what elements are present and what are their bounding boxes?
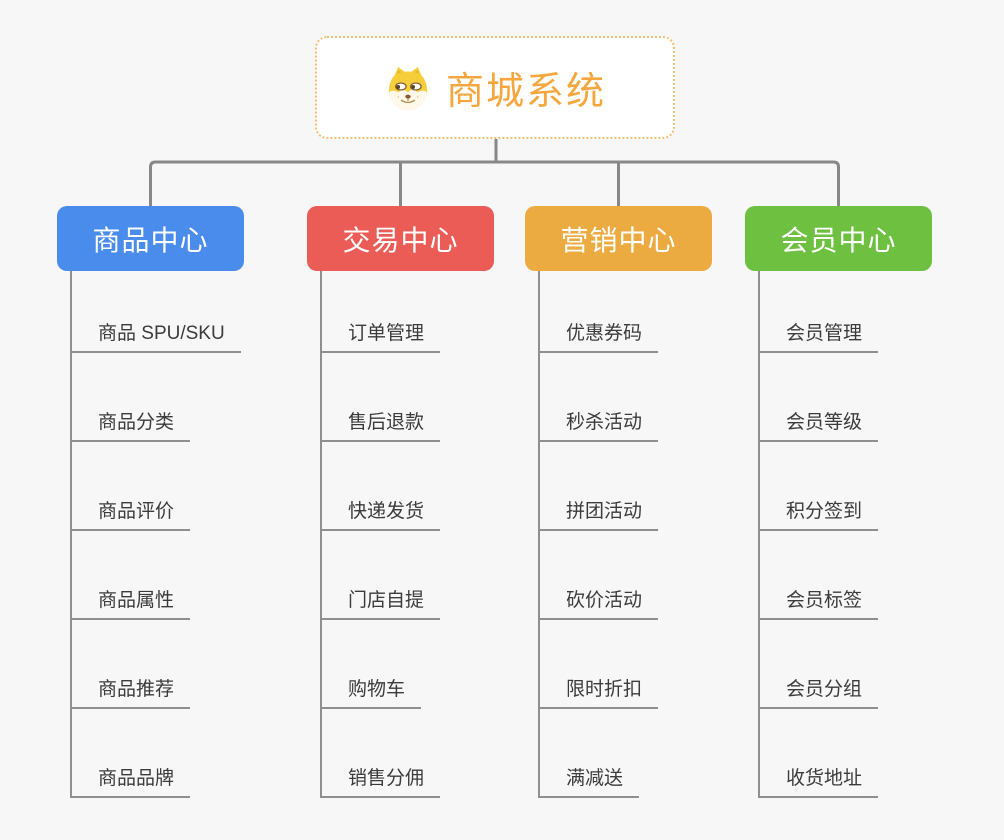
leaf-node[interactable]: 限时折扣 bbox=[540, 620, 659, 709]
leaf-node[interactable]: 商品分类 bbox=[72, 353, 191, 442]
leaf-node[interactable]: 销售分佣 bbox=[322, 709, 441, 798]
leaf-node[interactable]: 门店自提 bbox=[322, 531, 441, 620]
root-node[interactable]: 商城系统 bbox=[315, 36, 675, 139]
branch-node-trade-center[interactable]: 交易中心 bbox=[307, 206, 494, 271]
branch-label: 交易中心 bbox=[342, 224, 459, 256]
leaf-node[interactable]: 商品评价 bbox=[72, 442, 191, 531]
leaf-node[interactable]: 砍价活动 bbox=[540, 531, 659, 620]
leaf-node[interactable]: 商品品牌 bbox=[72, 709, 191, 798]
leaf-node[interactable]: 满减送 bbox=[540, 709, 640, 798]
leaf-node[interactable]: 会员等级 bbox=[760, 353, 879, 442]
leaf-node[interactable]: 快递发货 bbox=[322, 442, 441, 531]
branch-children-marketing-center: 优惠券码 秒杀活动 拼团活动 砍价活动 限时折扣 满减送 bbox=[538, 271, 659, 798]
leaf-node[interactable]: 商品属性 bbox=[72, 531, 191, 620]
leaf-node[interactable]: 拼团活动 bbox=[540, 442, 659, 531]
branch-label: 商品中心 bbox=[92, 224, 209, 256]
branch-node-product-center[interactable]: 商品中心 bbox=[57, 206, 244, 271]
leaf-node[interactable]: 购物车 bbox=[322, 620, 422, 709]
leaf-node[interactable]: 商品推荐 bbox=[72, 620, 191, 709]
leaf-node[interactable]: 会员管理 bbox=[760, 271, 879, 353]
branch-children-product-center: 商品 SPU/SKU 商品分类 商品评价 商品属性 商品推荐 商品品牌 bbox=[70, 271, 241, 798]
branch-node-member-center[interactable]: 会员中心 bbox=[745, 206, 932, 271]
leaf-node[interactable]: 订单管理 bbox=[322, 271, 441, 353]
doge-face-icon bbox=[388, 66, 428, 110]
leaf-node[interactable]: 秒杀活动 bbox=[540, 353, 659, 442]
leaf-node[interactable]: 积分签到 bbox=[760, 442, 879, 531]
leaf-node[interactable]: 会员分组 bbox=[760, 620, 879, 709]
leaf-node[interactable]: 会员标签 bbox=[760, 531, 879, 620]
leaf-node[interactable]: 收货地址 bbox=[760, 709, 879, 798]
leaf-node[interactable]: 优惠券码 bbox=[540, 271, 659, 353]
branch-children-trade-center: 订单管理 售后退款 快递发货 门店自提 购物车 销售分佣 bbox=[320, 271, 441, 798]
branch-children-member-center: 会员管理 会员等级 积分签到 会员标签 会员分组 收货地址 bbox=[758, 271, 879, 798]
branch-label: 会员中心 bbox=[780, 224, 897, 256]
branch-node-marketing-center[interactable]: 营销中心 bbox=[525, 206, 712, 271]
leaf-node[interactable]: 售后退款 bbox=[322, 353, 441, 442]
branch-label: 营销中心 bbox=[560, 224, 677, 256]
root-label: 商城系统 bbox=[445, 71, 606, 113]
leaf-node[interactable]: 商品 SPU/SKU bbox=[72, 271, 241, 353]
